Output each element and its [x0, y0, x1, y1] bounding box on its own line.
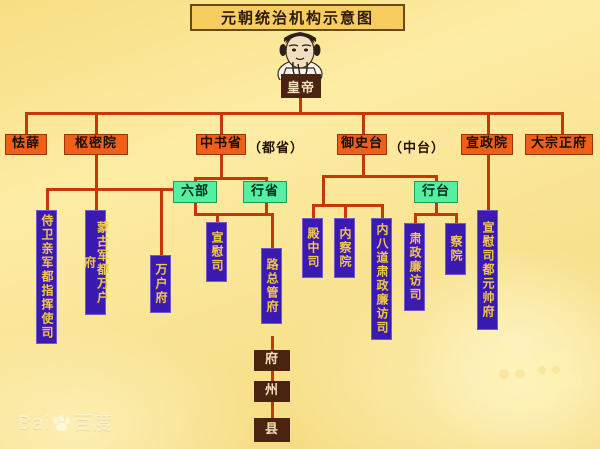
connector-drop-nachayuan [344, 204, 347, 218]
connector-xingsheng-bus [194, 213, 274, 216]
connector-fu-to-zhou [271, 371, 274, 381]
connector-drop-luzongguanfu [271, 213, 274, 248]
node-chayuan[interactable]: 察院 [445, 223, 466, 275]
connector-drop-xuanweisi [216, 213, 219, 222]
node-emperor[interactable]: 皇帝 [281, 74, 321, 98]
node-dianzhongsi[interactable]: 殿中司 [302, 218, 323, 278]
connector-xingsheng-down [265, 203, 268, 215]
node-luzongguanfu[interactable]: 路总管府 [261, 248, 282, 324]
connector-drop-dazongzhengfu [561, 112, 564, 134]
node-liubu[interactable]: 六部 [173, 181, 217, 203]
node-fu[interactable]: 府 [254, 350, 290, 371]
connector-shumiyuan-down [95, 155, 98, 190]
connector-drop-mengguwan [95, 188, 98, 210]
baidu-watermark-right: 百度 [72, 412, 113, 434]
connector-xingtai-down [435, 203, 438, 215]
node-yushitai[interactable]: 御史台 [337, 134, 387, 155]
connector-shumiyuan-bus [46, 188, 163, 191]
lion-watermark-icon [481, 342, 583, 412]
connector-dianzhongsi-tap [312, 204, 324, 207]
connector-yushitai-down [362, 155, 365, 177]
node-xian[interactable]: 县 [254, 418, 290, 442]
connector-lu-to-fu [271, 336, 274, 350]
connector-censorate-bus [322, 204, 382, 207]
node-xuanzhengyuan[interactable]: 宣政院 [461, 134, 513, 155]
emperor-portrait-icon [277, 32, 323, 80]
note-zhongshusheng: （都省） [248, 141, 305, 156]
node-xuanweisidu[interactable]: 宣慰司都元帅府 [477, 210, 498, 330]
connector-drop-dianzhongsi [312, 204, 315, 218]
connector-zhou-to-xian [271, 402, 274, 418]
connector-liubu-down [194, 203, 197, 215]
connector-zhongshusheng-down [220, 155, 223, 179]
page-title: 元朝统治机构示意图 [190, 4, 405, 31]
connector-drop-yushitai [362, 112, 365, 134]
node-dazongzhengfu[interactable]: 大宗正府 [525, 134, 593, 155]
connector-drop-wanhufu [160, 188, 163, 255]
node-shumiyuan[interactable]: 枢密院 [64, 134, 128, 155]
connector-censorate-left-drop [322, 175, 325, 206]
connector-drop-neibadao [381, 204, 384, 218]
connector-drop-shiweiqinjun [46, 188, 49, 210]
connector-drop-chayuan [455, 213, 458, 223]
paw-icon [51, 415, 73, 432]
baidu-watermark: Bai 百度 [18, 408, 113, 435]
connector-xingtai-bus [414, 213, 457, 216]
node-zhou[interactable]: 州 [254, 381, 290, 402]
node-xuanweisi[interactable]: 宣慰司 [206, 222, 227, 282]
node-qiexue[interactable]: 怯薛 [5, 134, 47, 155]
note-yushitai: （中台） [389, 141, 446, 156]
node-zhongshusheng[interactable]: 中书省 [196, 134, 246, 155]
node-mengguwan[interactable]: 蒙古军都万户府 [83, 210, 109, 315]
node-shiweiqinjun[interactable]: 侍卫亲军都指挥使司 [36, 210, 57, 344]
background-swirl-decoration [400, 250, 600, 449]
node-xingsheng[interactable]: 行省 [243, 181, 287, 203]
node-wanhufu[interactable]: 万户府 [150, 255, 171, 313]
node-nachayuan[interactable]: 内察院 [334, 218, 355, 278]
baidu-watermark-left: Bai [18, 412, 51, 434]
node-sulianfang[interactable]: 肃政廉访司 [404, 223, 425, 311]
connector-drop-zhongshusheng [220, 112, 223, 134]
connector-emperor-down [299, 98, 302, 114]
connector-zhongshusheng-bus [194, 177, 268, 180]
connector-main-bus [25, 112, 564, 115]
connector-xuanzhengyuan-down [487, 155, 490, 210]
connector-drop-shumiyuan [95, 112, 98, 134]
node-neibadao[interactable]: 内八道肃政廉访司 [371, 218, 392, 340]
connector-drop-sulianfang [414, 213, 417, 223]
connector-drop-xuanzhengyuan [487, 112, 490, 134]
connector-yushitai-bus [322, 175, 435, 178]
node-xingtai[interactable]: 行台 [414, 181, 458, 203]
connector-drop-qiexue [25, 112, 28, 134]
